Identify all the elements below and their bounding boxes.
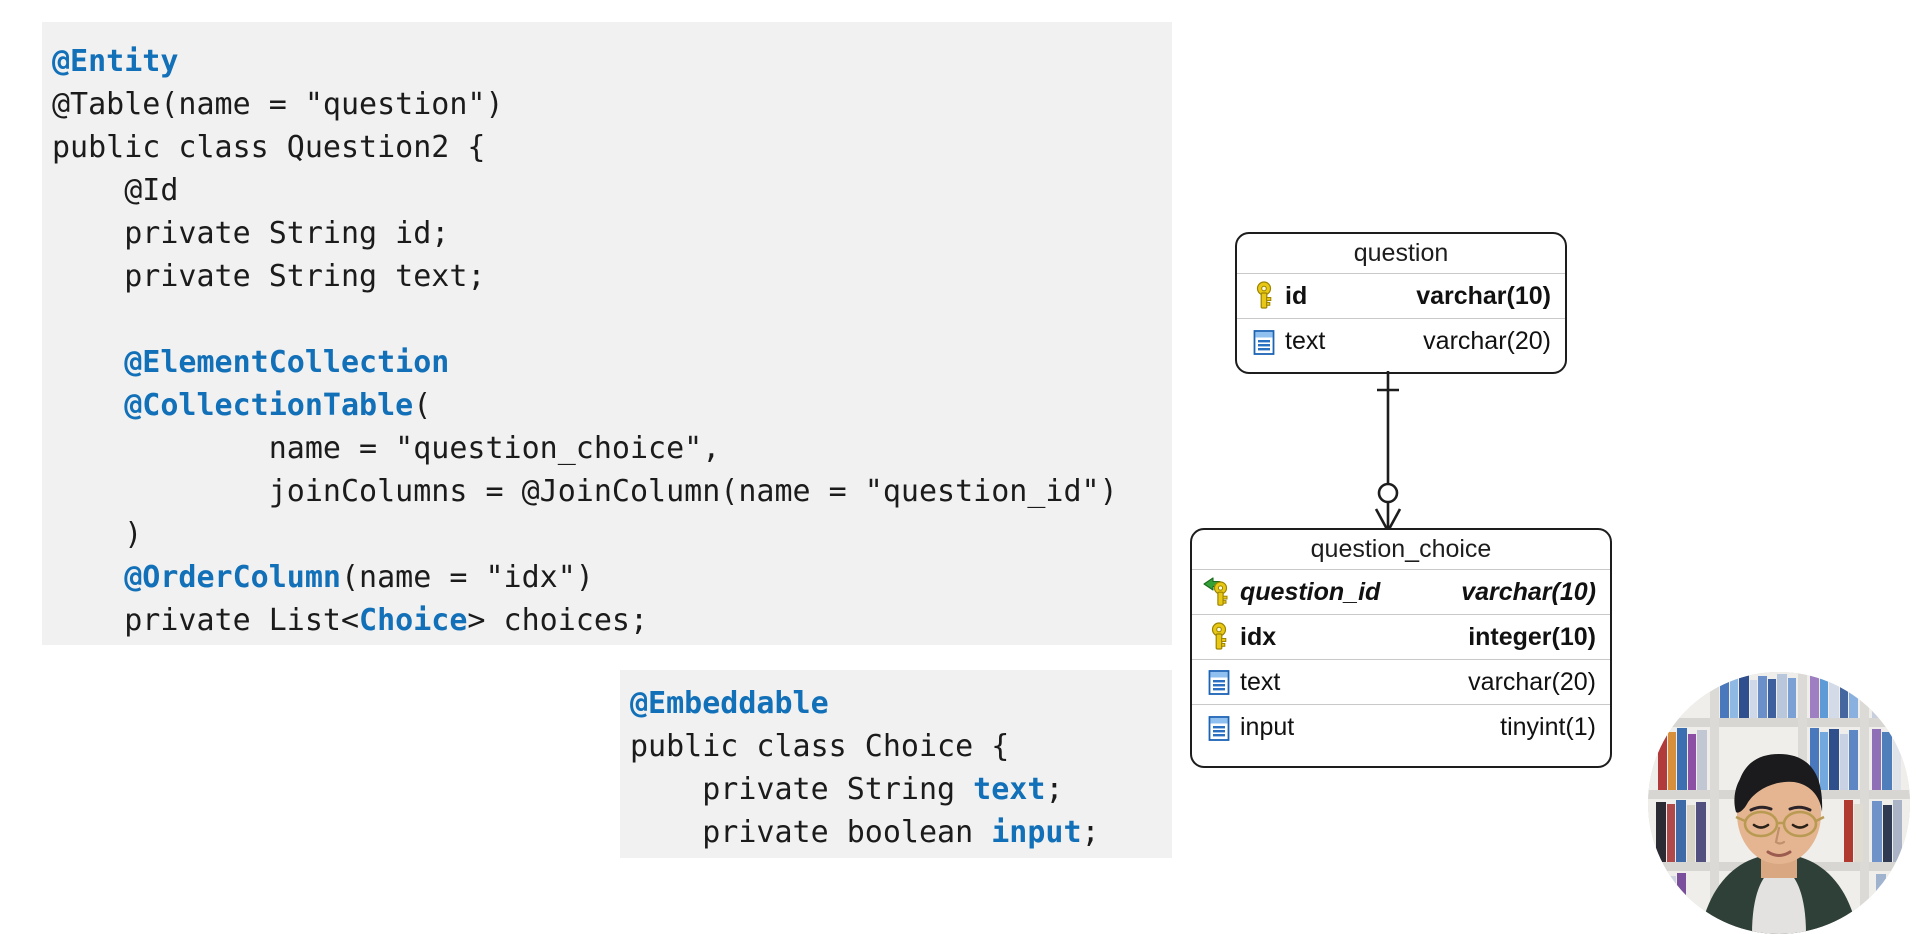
code-entity-line: @Table(name = "question") <box>52 83 1172 126</box>
code-type-token: Choice <box>359 603 468 638</box>
er-column-row: text varchar(20) <box>1237 319 1565 364</box>
code-entity-line: @CollectionTable( <box>52 384 1172 427</box>
code-block-choice-embeddable: @Embeddable public class Choice { private… <box>620 670 1172 858</box>
code-text-token: @Table(name = "question") <box>52 87 504 122</box>
code-annotation-token: @Embeddable <box>630 686 829 721</box>
er-column-type: varchar(10) <box>1416 281 1551 310</box>
er-column-type: varchar(20) <box>1423 327 1551 356</box>
code-text-token: private String text; <box>52 259 486 294</box>
er-diagram: question id varchar(10) <box>1185 225 1625 770</box>
webcam-video-frame <box>1648 672 1910 934</box>
primary-key-icon <box>1202 620 1236 654</box>
code-block-question-entity: @Entity @Table(name = "question") public c… <box>42 22 1172 645</box>
code-entity-line: @Id <box>52 169 1172 212</box>
column-icon <box>1202 711 1236 745</box>
er-column-name: text <box>1285 327 1326 356</box>
code-entity-line: name = "question_choice", <box>52 427 1172 470</box>
code-entity-line: @OrderColumn(name = "idx") <box>52 556 1172 599</box>
code-text-token: ; <box>1045 772 1064 807</box>
er-table-question-choice: question_choice question_id varchar(10) <box>1190 528 1612 768</box>
code-text-token <box>52 345 124 380</box>
code-text-token: @Id <box>52 173 179 208</box>
code-embeddable-line: private boolean input; <box>630 811 1172 854</box>
code-entity-line: ) <box>52 513 1172 556</box>
code-embeddable-line: private String text; <box>630 768 1172 811</box>
er-column-name: idx <box>1240 622 1277 651</box>
presenter-webcam-circle <box>1648 672 1910 934</box>
code-entity-line: public class Question2 { <box>52 126 1172 169</box>
code-annotation-token: @Entity <box>52 44 179 79</box>
er-column-name: input <box>1240 713 1295 742</box>
code-text-token: private boolean <box>630 815 992 850</box>
code-text-token: private List< <box>52 603 360 638</box>
er-column-row: idx integer(10) <box>1192 615 1610 661</box>
code-text-token: (name = "idx") <box>341 560 594 595</box>
code-entity-line: @ElementCollection <box>52 341 1172 384</box>
code-text-token: name = "question_choice", <box>52 431 721 466</box>
code-annotation-token: @ElementCollection <box>124 345 450 380</box>
column-icon <box>1202 665 1236 699</box>
code-entity-line: @Entity <box>52 40 1172 83</box>
code-text-token: public class Question2 { <box>52 130 486 165</box>
code-text-token: joinColumns = @JoinColumn(name = "questi… <box>52 474 1118 509</box>
foreign-key-icon <box>1202 575 1236 609</box>
code-text-token: private String <box>630 772 974 807</box>
code-entity-line: private String text; <box>52 255 1172 298</box>
er-column-type: integer(10) <box>1468 622 1596 651</box>
er-column-name: id <box>1285 281 1308 310</box>
er-column-name: text <box>1240 667 1281 696</box>
er-column-row: text varchar(20) <box>1192 660 1610 706</box>
er-column-row: question_id varchar(10) <box>1192 570 1610 616</box>
code-text-token: > choices; <box>467 603 649 638</box>
er-column-row: id varchar(10) <box>1237 274 1565 320</box>
er-column-type: tinyint(1) <box>1500 713 1596 742</box>
code-text-token <box>52 560 124 595</box>
er-column-row: input tinyint(1) <box>1192 705 1610 750</box>
code-text-token: ) <box>52 517 143 552</box>
code-text-token: ( <box>413 388 432 423</box>
er-table-title: question_choice <box>1192 530 1610 571</box>
code-type-token: text <box>973 772 1046 807</box>
primary-key-icon <box>1247 279 1281 313</box>
code-embeddable-line: @Embeddable <box>630 682 1172 725</box>
code-text-token: private String id; <box>52 216 450 251</box>
er-column-type: varchar(20) <box>1468 667 1596 696</box>
er-column-type: varchar(10) <box>1461 577 1596 606</box>
code-type-token: input <box>991 815 1082 850</box>
code-text-token: public class Choice { <box>630 729 1010 764</box>
er-table-title: question <box>1237 234 1565 275</box>
column-icon <box>1247 325 1281 359</box>
code-entity-line <box>52 298 1172 341</box>
code-text-token: ; <box>1081 815 1100 850</box>
er-column-name: question_id <box>1240 577 1381 606</box>
code-text-token <box>52 388 124 423</box>
code-entity-line: joinColumns = @JoinColumn(name = "questi… <box>52 470 1172 513</box>
code-annotation-token: @OrderColumn <box>124 560 341 595</box>
code-annotation-token: @CollectionTable <box>124 388 414 423</box>
code-embeddable-line: public class Choice { <box>630 725 1172 768</box>
code-entity-line: private List<Choice> choices; <box>52 599 1172 642</box>
er-table-question: question id varchar(10) <box>1235 232 1567 374</box>
relationship-connector-crows-foot <box>1374 371 1402 531</box>
code-entity-line: private String id; <box>52 212 1172 255</box>
